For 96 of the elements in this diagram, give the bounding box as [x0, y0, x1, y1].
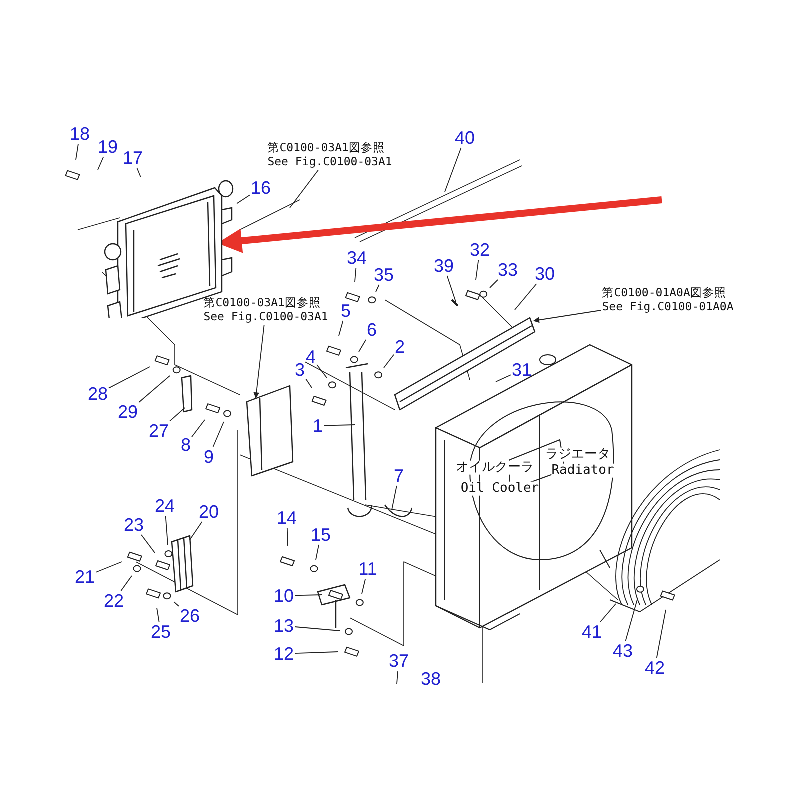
callout-number: 8	[181, 436, 191, 454]
callout-number: 4	[306, 348, 316, 366]
leader-line	[290, 170, 319, 208]
leader-line	[396, 670, 399, 684]
leader-line	[316, 544, 320, 560]
callout-number: 5	[341, 302, 351, 320]
part-label: Oil Cooler	[460, 482, 540, 496]
callout-number: 3	[295, 361, 305, 379]
leader-line	[190, 522, 203, 540]
callout-number: 24	[154, 497, 176, 515]
callout-number: 28	[88, 385, 108, 403]
leader-line	[358, 340, 367, 352]
leader-line	[120, 576, 132, 592]
leader-line	[294, 594, 322, 596]
callout-number: 39	[434, 257, 454, 275]
leader-line	[170, 408, 186, 422]
leader-line	[338, 320, 344, 336]
callout-number: 26	[180, 607, 200, 625]
leader-line	[76, 144, 79, 160]
callout-number: 10	[274, 587, 294, 605]
callout-number: 6	[367, 321, 377, 339]
leader-line	[533, 310, 602, 324]
callout-number: 35	[374, 266, 394, 284]
callout-number: 43	[612, 642, 634, 660]
reference-note: 第C0100-01A0A図参照	[602, 286, 728, 300]
callout-number: 34	[346, 249, 368, 267]
leader-line	[236, 194, 250, 204]
leader-line	[490, 280, 498, 288]
part-label: ラジエータ	[546, 448, 610, 462]
leader-line	[306, 378, 312, 388]
callout-number: 30	[534, 265, 556, 283]
callout-number: 14	[276, 509, 298, 527]
callout-number: 21	[74, 568, 96, 586]
leader-line	[392, 486, 398, 510]
leader-line	[108, 366, 150, 389]
leader-line	[444, 148, 462, 192]
leader-line	[476, 260, 480, 280]
callout-number: 37	[388, 652, 410, 670]
leader-line	[138, 376, 170, 404]
leader-line	[376, 284, 380, 292]
callout-number: 27	[148, 422, 170, 440]
callout-number: 16	[250, 179, 272, 197]
part-label: オイルクーラ	[456, 460, 534, 476]
callout-number: 42	[644, 659, 666, 677]
callout-number: 2	[395, 338, 405, 356]
callout-number: 40	[454, 129, 476, 147]
leader-line	[354, 268, 357, 282]
callout-number: 31	[512, 361, 532, 379]
leader-line	[294, 626, 340, 632]
reference-note: 第C0100-03A1図参照	[268, 140, 386, 155]
leader-line	[625, 598, 638, 642]
callout-number: 19	[98, 138, 118, 156]
leader-line	[136, 168, 142, 178]
leader-line	[362, 578, 366, 594]
callout-number: 25	[150, 623, 172, 641]
callout-number: 22	[104, 592, 124, 610]
leader-line	[212, 422, 224, 448]
leader-line	[98, 156, 104, 170]
callout-number: 18	[70, 125, 90, 143]
callout-number: 33	[498, 261, 518, 279]
leader-line	[324, 424, 356, 426]
reference-note: See Fig.C0100-03A1	[268, 155, 392, 170]
leader-line	[514, 284, 538, 310]
callout-number: 23	[124, 516, 144, 534]
reference-note: 第C0100-03A1図参照	[204, 296, 322, 310]
callout-number: 41	[582, 623, 602, 641]
callout-number: 1	[313, 417, 323, 435]
callout-number: 12	[274, 645, 294, 663]
reference-note: See Fig.C0100-03A1	[204, 310, 328, 324]
callout-number: 7	[394, 467, 404, 485]
callout-number: 15	[310, 526, 332, 544]
leader-line	[294, 652, 338, 654]
leader-line	[600, 604, 616, 622]
callout-number: 17	[122, 149, 144, 167]
callout-number: 13	[274, 617, 294, 635]
leader-line	[96, 562, 122, 573]
callout-number: 11	[358, 560, 378, 578]
leader-line	[446, 276, 456, 302]
leader-line	[496, 374, 512, 382]
leader-line	[165, 516, 168, 546]
callout-number: 29	[118, 403, 138, 421]
leader-line	[316, 364, 328, 378]
leader-line	[384, 354, 394, 368]
part-label: Radiator	[552, 464, 614, 478]
leader-line	[286, 528, 288, 546]
reference-note: See Fig.C0100-01A0A	[602, 300, 734, 314]
leader-line	[254, 324, 265, 399]
callout-number: 38	[420, 670, 442, 690]
callout-number: 9	[204, 448, 214, 466]
callout-number: 32	[470, 241, 490, 259]
leader-line	[156, 608, 160, 622]
leader-line	[174, 602, 180, 607]
leader-line	[656, 610, 666, 658]
leader-line	[192, 420, 206, 438]
leader-line	[141, 534, 156, 554]
callout-number: 20	[198, 503, 220, 521]
